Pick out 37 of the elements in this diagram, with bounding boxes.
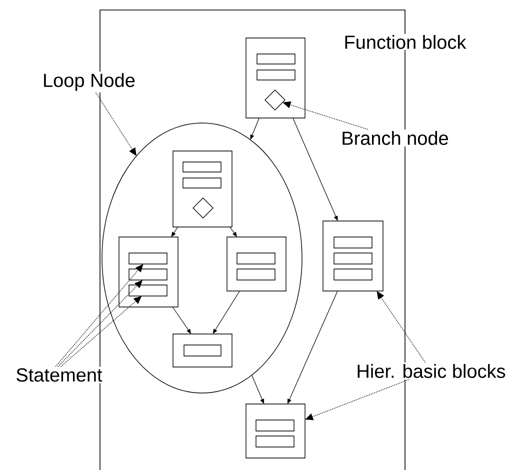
arrow (171, 226, 178, 237)
leader-line (55, 264, 144, 367)
statement-box (256, 436, 294, 448)
statement-box (256, 70, 296, 80)
callout-text: Statement (14, 366, 104, 384)
branch-diamond (192, 198, 214, 218)
statement-box (128, 252, 168, 264)
basic-block (226, 236, 286, 292)
statement-box (128, 268, 168, 280)
leader-line (95, 92, 136, 156)
leader-line (376, 291, 426, 363)
statement-box (128, 284, 168, 296)
basic-block (118, 236, 178, 308)
branch-diamond (264, 90, 286, 110)
basic-block (172, 334, 232, 368)
basic-block (172, 150, 232, 228)
statement-box (182, 162, 222, 172)
statement-box (256, 420, 294, 432)
statement-box (236, 252, 276, 264)
arrow (292, 118, 338, 221)
basic-block (246, 38, 306, 118)
statement-box (334, 268, 372, 280)
arrow (212, 290, 240, 334)
arrow (251, 374, 264, 404)
statement-box (334, 236, 372, 248)
statement-box (182, 178, 222, 188)
basic-block (322, 220, 384, 292)
loop-ellipse (102, 122, 302, 394)
callout-text: Hier. basic blocks (354, 362, 508, 380)
callout-text: Loop Node (41, 72, 137, 92)
statement-box (334, 252, 372, 264)
statement-box (184, 344, 222, 356)
statement-box (236, 268, 276, 280)
statement-box (256, 54, 296, 64)
basic-block (246, 404, 306, 458)
node-label: Function block (345, 35, 466, 49)
arrow (287, 290, 338, 404)
